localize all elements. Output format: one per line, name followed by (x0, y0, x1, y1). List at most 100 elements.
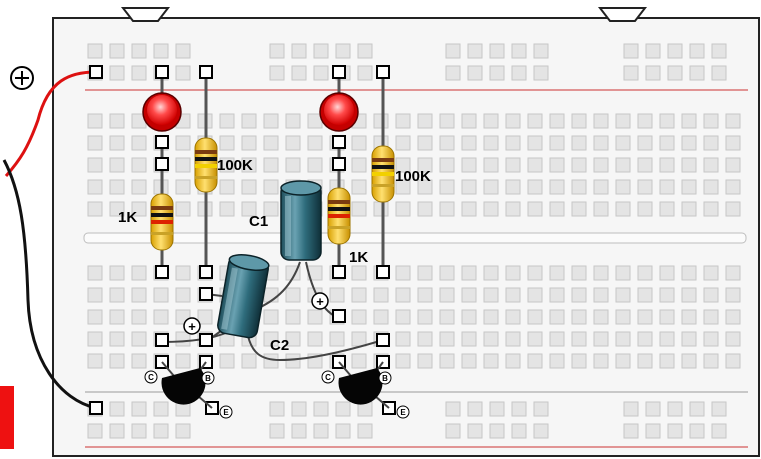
breadboard-hole (373, 201, 389, 217)
led-1 (142, 92, 182, 132)
breadboard-hole (571, 331, 587, 347)
breadboard-hole (87, 331, 103, 347)
q2-e-circle (396, 405, 410, 419)
breadboard-hole (689, 43, 705, 59)
breadboard-hole (527, 265, 543, 281)
breadboard-hole (351, 201, 367, 217)
breadboard-hole (285, 331, 301, 347)
breadboard-hole (725, 309, 741, 325)
breadboard-hole (269, 43, 285, 59)
breadboard-hole (467, 401, 483, 417)
breadboard-hole (725, 179, 741, 195)
breadboard-hole (637, 265, 653, 281)
breadboard-hole (335, 43, 351, 59)
breadboard-hole (439, 309, 455, 325)
breadboard-hole (703, 265, 719, 281)
breadboard-hole (175, 423, 191, 439)
breadboard-hole (623, 43, 639, 59)
breadboard-hole (615, 309, 631, 325)
breadboard-hole (175, 353, 191, 369)
capacitor-c1 (280, 180, 322, 261)
breadboard-hole (109, 287, 125, 303)
hole-ground (89, 401, 103, 415)
breadboard-hole (153, 43, 169, 59)
breadboard-hole (711, 43, 727, 59)
breadboard-hole (483, 309, 499, 325)
breadboard-hole (549, 309, 565, 325)
breadboard-hole (637, 113, 653, 129)
breadboard-hole (725, 157, 741, 173)
breadboard-hole (351, 179, 367, 195)
breadboard-hole (615, 179, 631, 195)
breadboard-hole (219, 201, 235, 217)
board-notch-left (120, 7, 171, 22)
c1-plus-circle (311, 292, 329, 310)
breadboard-hole (623, 423, 639, 439)
breadboard-hole (667, 401, 683, 417)
breadboard-hole (549, 113, 565, 129)
breadboard-hole (131, 157, 147, 173)
hole-led2-r3 (332, 157, 346, 171)
breadboard-hole (395, 353, 411, 369)
hole-led1-r1 (155, 157, 169, 171)
q2-e-label: E (400, 408, 406, 417)
breadboard-hole (417, 287, 433, 303)
breadboard-hole (593, 265, 609, 281)
breadboard-hole (483, 157, 499, 173)
breadboard-hole (351, 287, 367, 303)
breadboard-hole (153, 423, 169, 439)
breadboard-hole (593, 179, 609, 195)
breadboard-hole (527, 157, 543, 173)
breadboard-hole (637, 287, 653, 303)
breadboard-hole (483, 201, 499, 217)
breadboard-hole (263, 201, 279, 217)
breadboard-hole (291, 423, 307, 439)
breadboard-hole (645, 43, 661, 59)
breadboard-hole (593, 157, 609, 173)
resistor-r4 (371, 145, 395, 203)
breadboard-hole (667, 43, 683, 59)
breadboard-hole (175, 179, 191, 195)
resistor-r4-band-3 (372, 172, 394, 176)
breadboard-hole (505, 157, 521, 173)
resistor-r1 (150, 193, 174, 251)
breadboard-hole (263, 353, 279, 369)
breadboard-hole (87, 157, 103, 173)
breadboard-hole (87, 265, 103, 281)
breadboard-hole (637, 135, 653, 151)
breadboard-hole (571, 201, 587, 217)
breadboard-hole (489, 43, 505, 59)
breadboard-hole (285, 287, 301, 303)
breadboard-hole (109, 353, 125, 369)
breadboard-hole (241, 157, 257, 173)
breadboard-hole (725, 353, 741, 369)
breadboard-hole (461, 353, 477, 369)
breadboard-hole (109, 309, 125, 325)
breadboard-hole (667, 423, 683, 439)
breadboard-hole (489, 65, 505, 81)
breadboard-hole (467, 43, 483, 59)
breadboard-hole (87, 43, 103, 59)
breadboard-hole (725, 135, 741, 151)
q2-c-label: C (325, 373, 331, 382)
breadboard-hole (461, 135, 477, 151)
hole-q2-collector (376, 333, 390, 347)
breadboard-hole (109, 135, 125, 151)
q1-c-circle (144, 370, 158, 384)
transistor-q2 (338, 361, 390, 409)
breadboard-hole (483, 135, 499, 151)
breadboard-hole (417, 179, 433, 195)
breadboard-hole (505, 265, 521, 281)
breadboard-hole (489, 423, 505, 439)
resistor-r1-band-2 (151, 213, 173, 217)
breadboard-hole (263, 157, 279, 173)
breadboard-hole (593, 309, 609, 325)
breadboard-hole (131, 331, 147, 347)
breadboard-hole (659, 179, 675, 195)
breadboard-hole (549, 201, 565, 217)
breadboard-hole (395, 265, 411, 281)
led-2 (319, 92, 359, 132)
hole-r4-bottom (376, 265, 390, 279)
breadboard-hole (703, 113, 719, 129)
